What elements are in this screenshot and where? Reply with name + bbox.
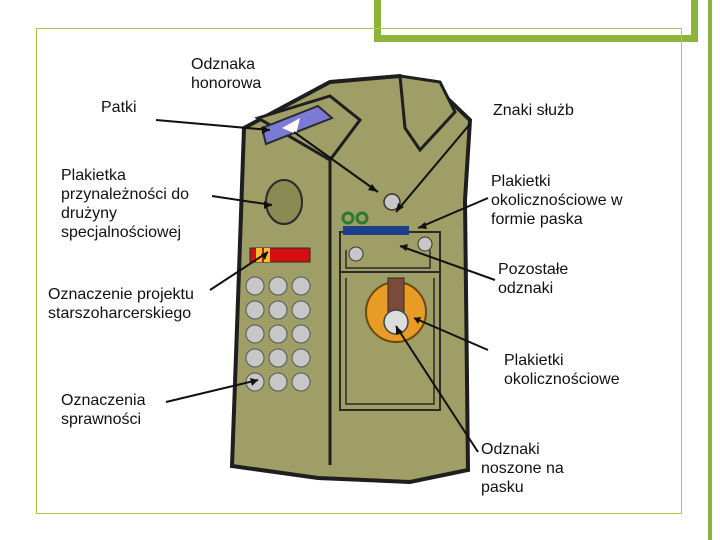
label-odznaki-na-pasku: Odznaki noszone na pasku bbox=[481, 440, 564, 497]
label-znaki-sluzb: Znaki służb bbox=[493, 101, 574, 120]
label-odznaka-honorowa: Odznaka honorowa bbox=[191, 55, 261, 93]
label-oznaczenia-sprawnosci: Oznaczenia sprawności bbox=[61, 391, 146, 429]
occasion-bar bbox=[343, 226, 409, 235]
skill-badge-grid-icon bbox=[246, 277, 310, 391]
label-plakietki-paska: Plakietki okolicznościowe w formie paska bbox=[491, 172, 623, 229]
label-pozostale-odznaki: Pozostałe odznaki bbox=[498, 260, 568, 298]
label-patki: Patki bbox=[101, 98, 137, 117]
label-oznaczenie-projektu: Oznaczenie projektu starszoharcerskiego bbox=[48, 285, 194, 323]
label-plakietki-okolicznosciowe: Plakietki okolicznościowe bbox=[504, 351, 620, 389]
label-plakietka-przynaleznosci: Plakietka przynależności do drużyny spec… bbox=[61, 166, 189, 242]
team-badge-icon bbox=[266, 180, 302, 224]
